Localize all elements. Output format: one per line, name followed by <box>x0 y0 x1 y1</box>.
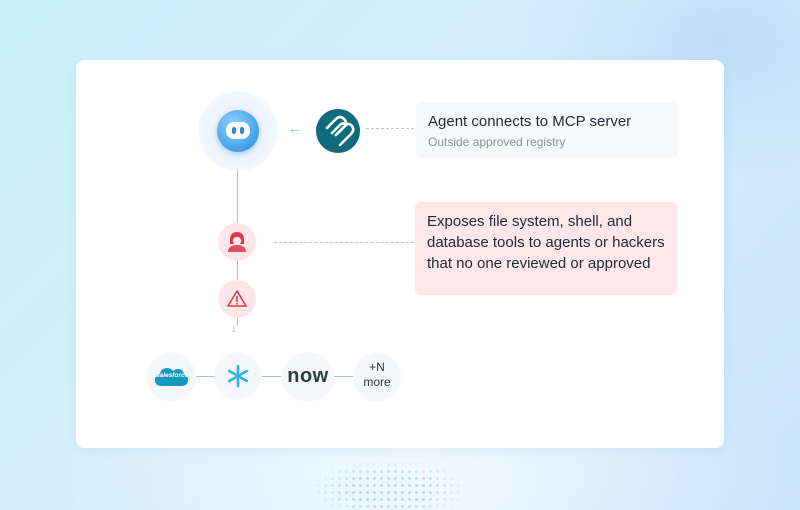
more-services-label: +N more <box>363 360 391 389</box>
hacker-node <box>218 223 256 261</box>
service-connector-three <box>334 376 354 377</box>
hacker-icon <box>228 232 246 252</box>
service-connector-two <box>262 376 282 377</box>
snowflake-icon <box>227 364 249 388</box>
vertical-connector-three <box>237 318 238 326</box>
step-one-title: Agent connects to MCP server <box>428 113 632 130</box>
mcp-logo-icon <box>316 109 360 153</box>
diagram-card: ← Agent connects to MCP server Outside a… <box>76 60 724 448</box>
servicenow-halo <box>281 352 335 402</box>
arrow-left-icon: ← <box>288 120 302 136</box>
salesforce-label: salesforce <box>156 372 189 379</box>
salesforce-cloud-icon <box>155 368 188 386</box>
more-halo <box>353 352 401 402</box>
arrow-down-icon: ↓ <box>231 321 237 335</box>
step-one-subtitle: Outside approved registry <box>428 135 566 149</box>
servicenow-logo: now <box>287 365 329 387</box>
warning-icon <box>227 290 247 307</box>
step-two-box: Exposes file system, shell, and database… <box>415 202 677 295</box>
warning-node <box>218 280 256 318</box>
service-connector-one <box>196 376 216 377</box>
dashed-connector-two <box>274 242 414 243</box>
step-one-box: Agent connects to MCP server Outside app… <box>416 102 678 158</box>
decorative-dots <box>280 440 480 510</box>
vertical-connector-one <box>237 170 238 224</box>
robot-agent-icon <box>217 110 259 152</box>
vertical-connector-two <box>237 261 238 280</box>
dashed-connector-one <box>366 128 414 129</box>
